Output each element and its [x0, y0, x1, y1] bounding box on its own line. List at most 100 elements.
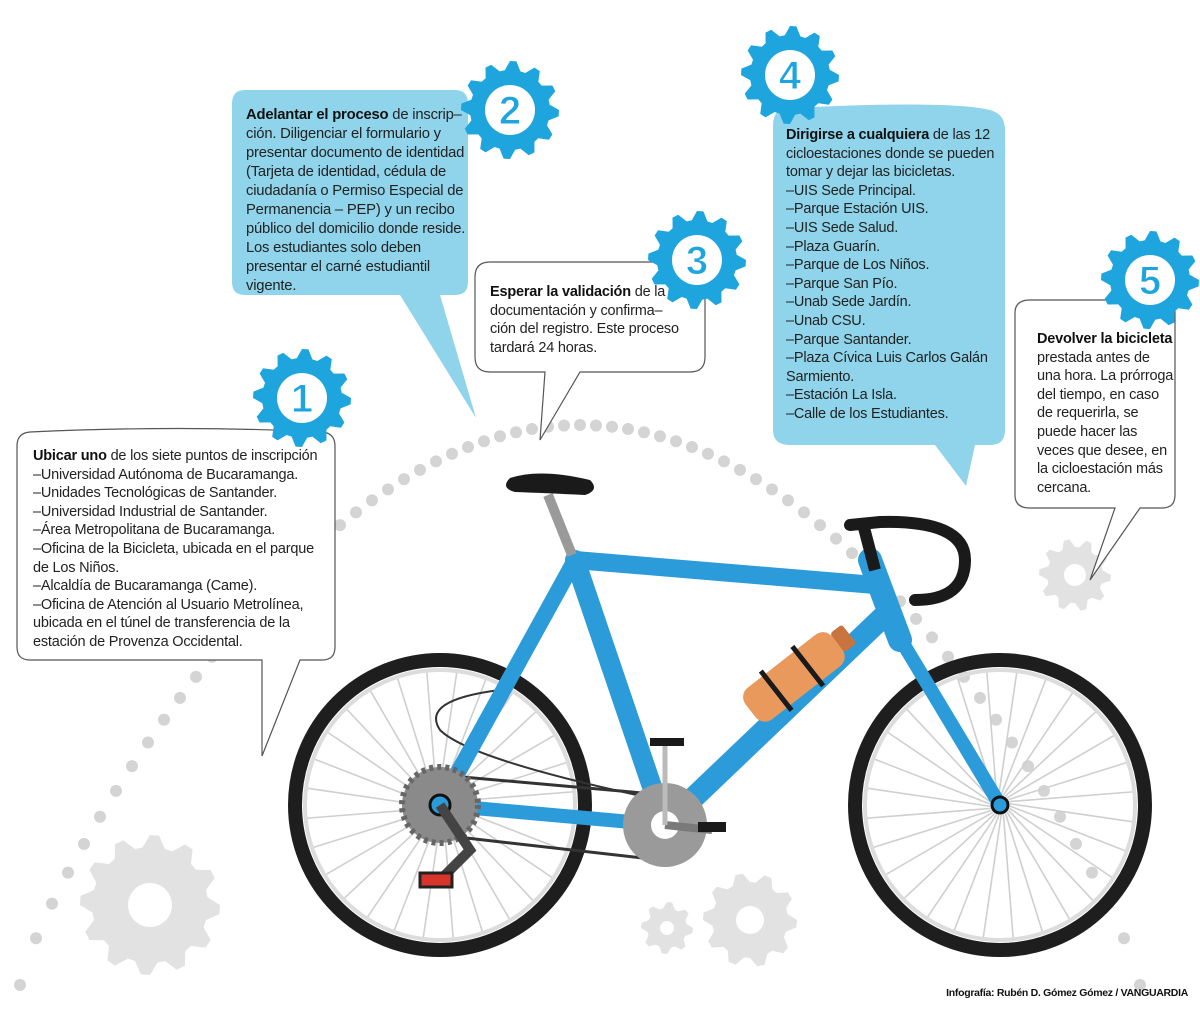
step-line: ubicada en el túnel de transferencia de …	[33, 615, 290, 632]
step-line: presentar el carné estudiantil	[246, 259, 431, 275]
path-dot	[1118, 932, 1130, 945]
derailleur	[435, 802, 477, 884]
step-line: –Plaza Cívica Luis Carlos Galán	[786, 350, 988, 367]
step-line: vigente.	[246, 278, 297, 294]
decorative-gears	[80, 539, 1111, 975]
path-dot	[990, 713, 1002, 726]
path-dot	[638, 426, 650, 439]
spoke	[867, 787, 991, 808]
path-dot	[750, 473, 762, 486]
step-number: 4	[779, 54, 802, 98]
step-line: –Parque San Pío.	[786, 275, 898, 292]
path-dot	[734, 463, 746, 476]
step-line: documentación y confirma–	[490, 302, 663, 319]
path-dot	[590, 419, 602, 432]
chain	[439, 773, 666, 862]
path-dot	[142, 736, 154, 749]
path-dot	[798, 506, 810, 519]
step-line: –Alcaldía de Bucaramanga (Came).	[33, 578, 258, 595]
step-line: –Oficina de la Bicicleta, ubicada en el …	[33, 540, 314, 557]
step-line: –UIS Sede Principal.	[786, 182, 916, 199]
bubble-step-4	[773, 104, 1005, 486]
path-dot	[574, 419, 586, 431]
spoke	[1009, 807, 1113, 878]
path-dot	[398, 473, 410, 486]
path-dot	[926, 631, 938, 644]
step-1-gear-icon: 1	[253, 349, 351, 447]
path-dot	[126, 760, 138, 773]
path-dot	[718, 455, 730, 468]
step-lead-rest: de los siete puntos de inscripción	[106, 448, 318, 464]
path-dot	[846, 547, 858, 560]
front-wheel	[848, 653, 1152, 957]
step-3-gear-icon: 3	[648, 211, 746, 309]
step-lead: Esperar la validación	[490, 284, 631, 300]
path-dot	[782, 494, 794, 507]
path-dot	[1086, 866, 1098, 879]
step-intro: Adelantar el proceso de inscrip–	[246, 106, 465, 125]
path-dot	[510, 426, 522, 439]
spoke	[1002, 692, 1073, 796]
step-line: Permanencia – PEP) y un recibo	[246, 202, 455, 218]
path-dot	[62, 866, 74, 879]
spoke	[927, 814, 998, 918]
step-line: puede hacer las	[1037, 423, 1138, 440]
path-dot	[350, 506, 362, 519]
spoke	[1000, 679, 1047, 796]
step-line: ciudadanía o Permiso Especial de	[246, 183, 464, 199]
path-dot	[558, 419, 570, 432]
spoke	[986, 672, 998, 796]
step-line: –Universidad Industrial de Santander.	[33, 503, 268, 520]
step-line: presentar documento de identidad	[246, 145, 465, 161]
step-2-text: Adelantar el proceso de inscrip–ción. Di…	[246, 106, 465, 296]
path-dot	[446, 447, 458, 460]
path-dot	[1054, 810, 1066, 823]
spoke	[1006, 735, 1114, 799]
spoke	[1009, 805, 1126, 852]
step-line: –Universidad Autónoma de Bucaramanga.	[33, 466, 299, 483]
path-dot	[366, 494, 378, 507]
stem	[856, 518, 881, 572]
step-number: 2	[499, 89, 521, 133]
bubble-step-1	[16, 427, 336, 757]
path-dot	[702, 447, 714, 460]
step-line: (Tarjeta de identidad, cédula de	[246, 164, 447, 180]
step-intro: Ubicar uno de los siete puntos de inscri…	[33, 447, 318, 466]
spoke	[1006, 811, 1070, 919]
spoke	[873, 809, 992, 849]
path-dot	[1134, 979, 1146, 991]
bubble-step-2	[232, 90, 476, 418]
spoke	[874, 758, 991, 805]
step-line: del tiempo, en caso	[1037, 386, 1159, 403]
step-line: –Calle de los Estudiantes.	[786, 405, 949, 422]
step-lead: Devolver la bicicleta	[1037, 331, 1173, 347]
step-line: tomar y dejar las bicicletas.	[786, 164, 956, 181]
path-dot	[462, 441, 474, 454]
step-line: –Parque de Los Niños.	[786, 257, 930, 274]
path-dot	[158, 713, 170, 726]
step-5-gear-icon: 5	[1101, 231, 1199, 329]
saddle	[506, 473, 594, 495]
step-line: –Parque Santander.	[786, 331, 912, 348]
path-dot	[670, 435, 682, 448]
step-line: una hora. La prórroga	[1037, 368, 1174, 385]
path-dot	[494, 430, 506, 443]
step-line: –Unab CSU.	[786, 312, 866, 329]
step-line: –Área Metropolitana de Bucaramanga.	[33, 522, 276, 539]
step-line: la cicloestación más	[1037, 461, 1163, 478]
handlebar	[844, 515, 972, 606]
spoke	[906, 709, 993, 801]
step-line: público del domicilio donde reside.	[246, 221, 466, 237]
step-line: tardará 24 horas.	[490, 339, 598, 356]
path-dot	[478, 435, 490, 448]
spoke	[887, 732, 991, 803]
step-line: –Estación La Isla.	[786, 387, 897, 404]
water-bottle	[743, 625, 856, 722]
step-4-gear-icon: 4	[741, 26, 839, 124]
bicycle	[288, 473, 1152, 957]
step-line: –Unab Sede Jardín.	[786, 294, 912, 311]
step-lead-rest: de las 12	[929, 127, 990, 143]
